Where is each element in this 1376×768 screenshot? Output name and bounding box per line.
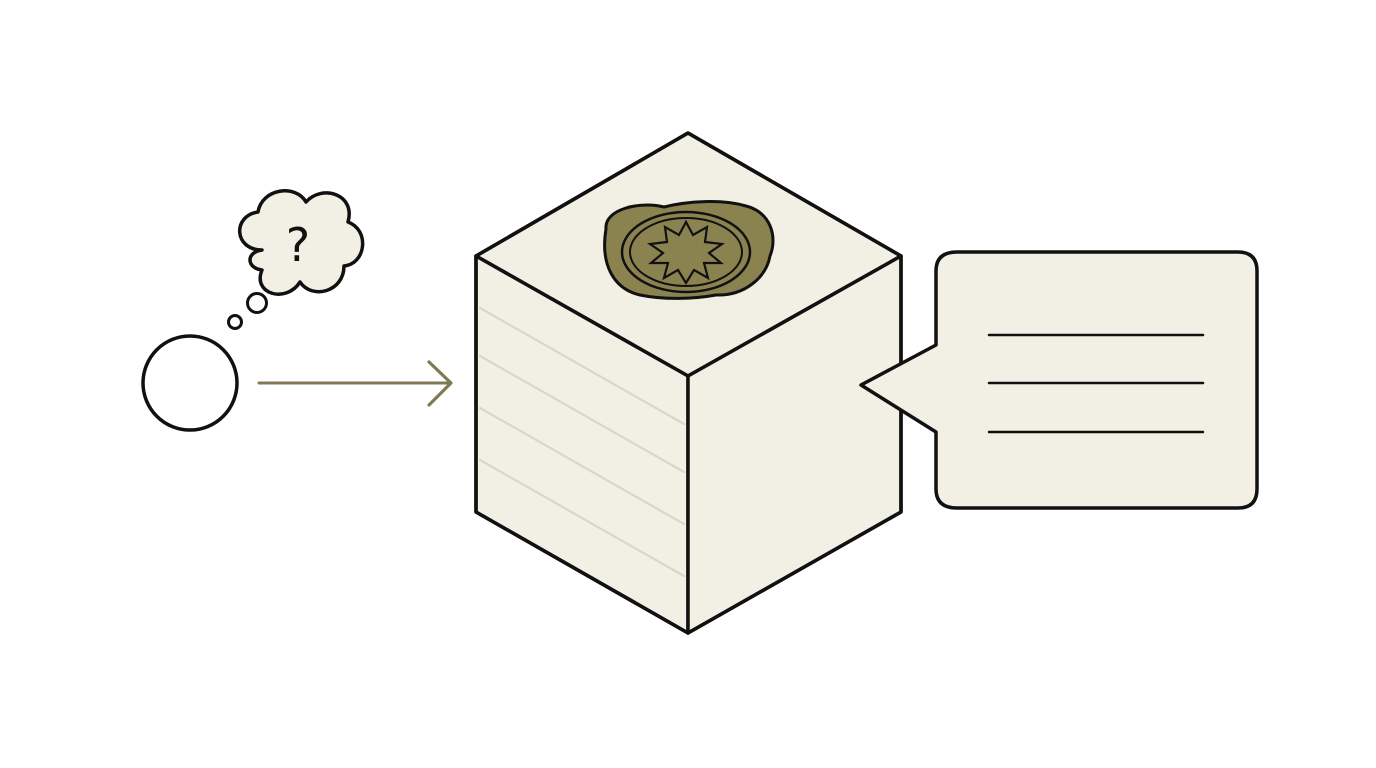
thought-dot-small xyxy=(227,314,243,330)
wax-seal-icon xyxy=(603,200,775,300)
thought-dot-medium xyxy=(246,292,268,314)
page-line xyxy=(478,406,686,526)
arrow-right-icon xyxy=(257,360,453,407)
person-circle-icon xyxy=(141,334,239,432)
speech-bubble-body xyxy=(859,250,1259,510)
page-line xyxy=(478,458,686,578)
cube-outline xyxy=(474,131,903,635)
thought-cloud xyxy=(238,189,365,296)
sealed-cube-icon xyxy=(474,131,903,635)
wax-seal-ring-inner xyxy=(629,217,743,287)
cube-page-lines xyxy=(478,306,686,578)
page-line xyxy=(478,354,686,474)
page-line xyxy=(478,306,686,426)
speech-bubble-icon xyxy=(859,250,1259,510)
thought-bubble-icon: ? xyxy=(238,189,365,296)
thought-bubble-trail xyxy=(227,292,268,330)
arrow-head xyxy=(427,360,453,407)
speech-text-lines xyxy=(987,333,1205,434)
question-mark: ? xyxy=(286,218,310,272)
wax-seal-ring-outer xyxy=(620,210,752,294)
wax-seal-starburst xyxy=(646,219,726,286)
